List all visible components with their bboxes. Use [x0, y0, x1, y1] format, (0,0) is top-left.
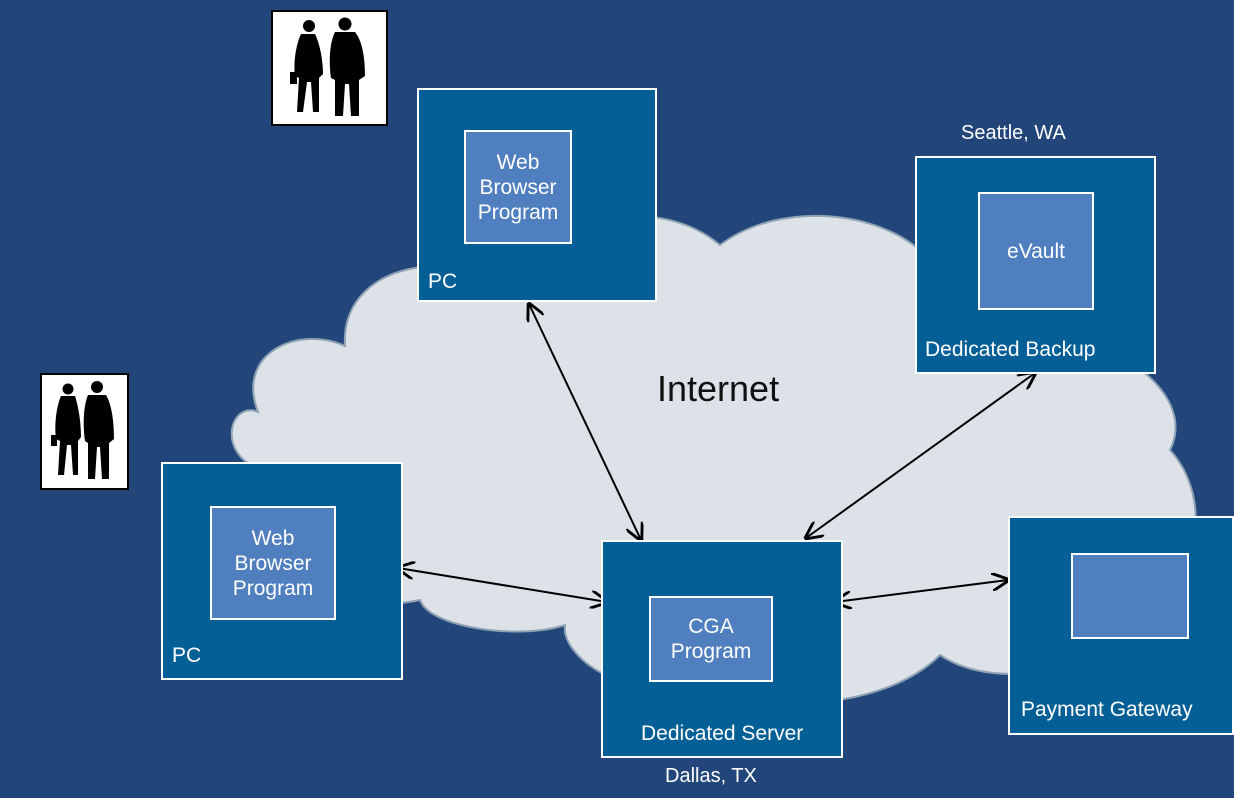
connector-pc-left-server: [398, 568, 607, 602]
cga-program: CGA Program: [649, 596, 773, 682]
gateway-label: Payment Gateway: [1021, 698, 1193, 721]
internet-label: Internet: [657, 368, 780, 409]
connector-server-backup: [806, 373, 1035, 538]
dedicated-backup-node: eVault Dedicated Backup: [915, 156, 1156, 374]
web-browser-program: Web Browser Program: [210, 506, 336, 620]
payment-gateway-node: Payment Gateway: [1008, 516, 1234, 735]
program-line: Program: [477, 200, 559, 224]
program-line: CGA: [688, 615, 734, 638]
evault-program: eVault: [978, 192, 1094, 310]
web-browser-program: Web Browser Program: [464, 130, 572, 244]
gateway-program: [1071, 553, 1189, 639]
connector-server-gateway: [835, 580, 1008, 602]
business-people-icon: [271, 10, 388, 126]
dedicated-server-node: CGA Program Dedicated Server: [601, 540, 843, 758]
pc-label: PC: [172, 644, 202, 667]
program-line: Browser: [479, 175, 557, 199]
business-people-icon: [40, 373, 129, 490]
server-label: Dedicated Server: [641, 722, 804, 745]
pc-top-node: Web Browser Program PC: [417, 88, 657, 302]
connector-pc-top-server: [529, 304, 641, 540]
program-line: eVault: [1007, 239, 1065, 263]
backup-label: Dedicated Backup: [925, 338, 1096, 361]
backup-location: Seattle, WA: [961, 122, 1066, 144]
program-line: Program: [232, 576, 314, 600]
program-line: Program: [670, 640, 752, 663]
pc-left-node: Web Browser Program PC: [161, 462, 403, 680]
program-line: Web: [496, 150, 540, 174]
pc-label: PC: [428, 270, 458, 293]
program-line: Web: [251, 526, 295, 550]
program-line: Browser: [234, 551, 312, 575]
server-location: Dallas, TX: [665, 765, 757, 787]
